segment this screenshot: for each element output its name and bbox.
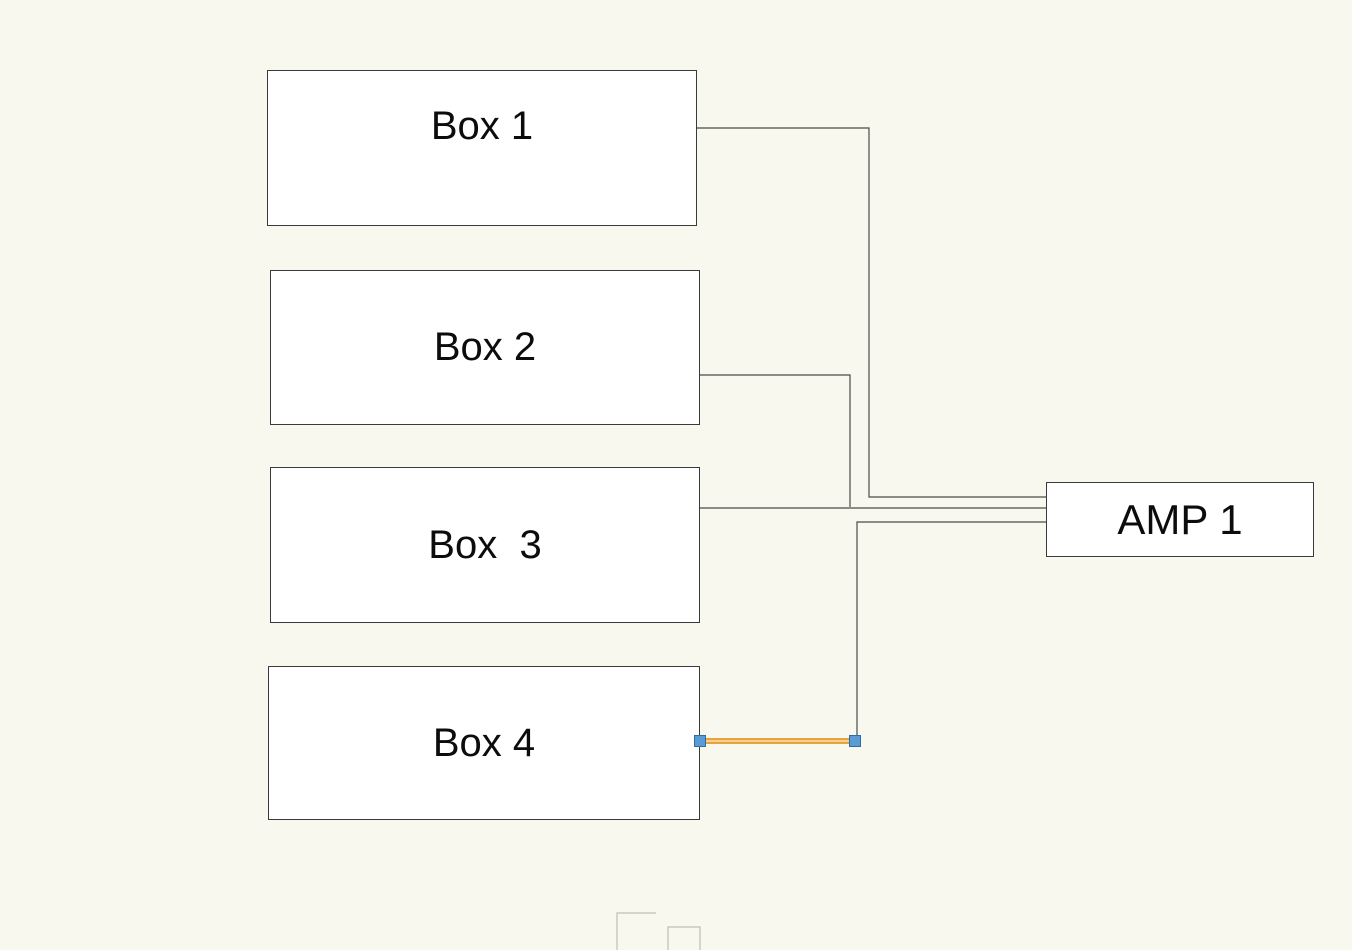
node-amp1[interactable]: AMP 1	[1046, 482, 1314, 557]
node-amp1-label: AMP 1	[1117, 495, 1243, 543]
connector-box2-to-amp1[interactable]	[700, 374, 851, 507]
connector-box1-to-amp1[interactable]	[697, 127, 1046, 498]
connector-endpoint-handle-start[interactable]	[694, 735, 706, 747]
node-box4[interactable]: Box 4	[268, 666, 700, 820]
connector-endpoint-handle-end[interactable]	[849, 735, 861, 747]
node-box3[interactable]: Box 3	[270, 467, 700, 623]
partial-shape-bottom-edge	[616, 912, 656, 950]
node-box1-label: Box 1	[430, 103, 534, 148]
connector-box4-to-amp1[interactable]	[856, 521, 1046, 741]
node-box4-label: Box 4	[432, 720, 536, 765]
node-box3-label: Box 3	[428, 522, 542, 567]
node-box2-label: Box 2	[433, 325, 537, 369]
node-box1[interactable]: Box 1	[267, 70, 697, 226]
partial-shape-bottom-edge-inner	[667, 926, 701, 950]
node-box2[interactable]: Box 2	[270, 270, 700, 425]
connector-box4-selected-segment[interactable]	[700, 738, 855, 744]
